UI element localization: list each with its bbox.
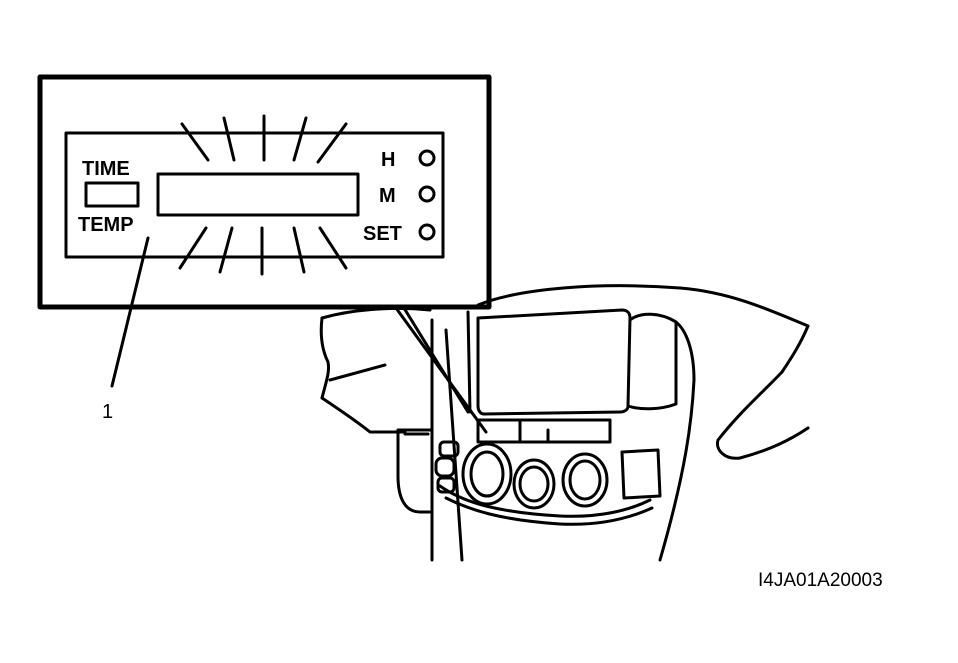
temp-label: TEMP: [78, 214, 134, 236]
clock-face-outline: [64, 131, 445, 259]
m-button: [418, 185, 436, 203]
h-button: [418, 149, 436, 167]
m-label: M: [379, 185, 396, 207]
enlarged-clock-panel: [37, 74, 492, 388]
callout-number: 1: [102, 401, 113, 423]
h-label: H: [381, 149, 395, 171]
dashboard-illustration: [319, 284, 810, 562]
zoom-pointer: [394, 306, 488, 434]
blink-rays-top: [180, 114, 348, 164]
figure-code: I4JA01A20003: [758, 570, 883, 591]
callout-leader: [110, 236, 150, 388]
blink-rays-bottom: [178, 226, 348, 276]
zoom-frame: [37, 74, 492, 310]
time-label: TIME: [82, 158, 130, 180]
set-button: [418, 223, 436, 241]
time-temp-button: [84, 181, 140, 208]
clock-display-window: [156, 172, 360, 217]
set-label: SET: [363, 223, 402, 245]
